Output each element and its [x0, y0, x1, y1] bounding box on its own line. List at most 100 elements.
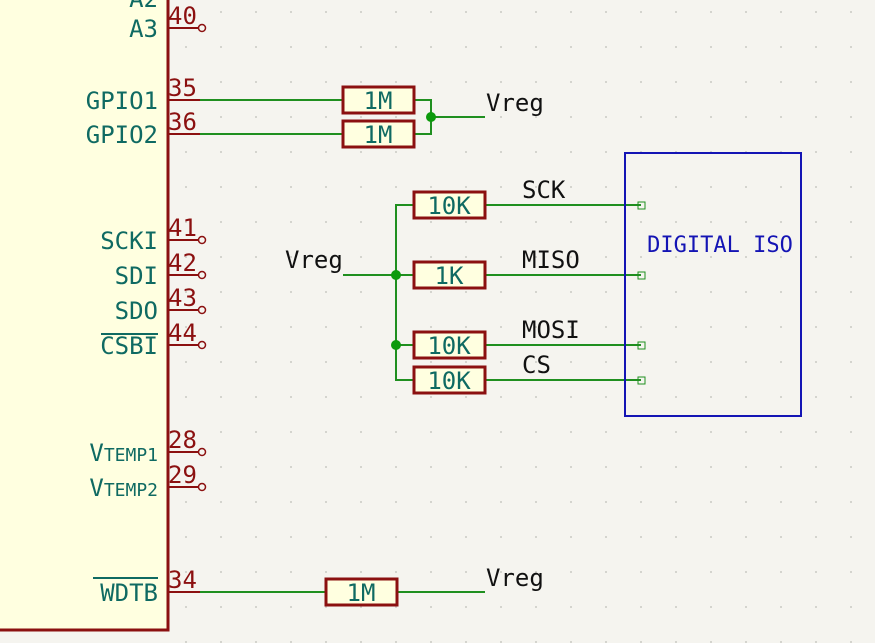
grid-dot [185, 466, 187, 468]
grid-dot [710, 46, 712, 48]
pin-stubs [168, 27, 200, 593]
grid-dot [500, 396, 502, 398]
resistor-sck[interactable]: 10K [412, 190, 487, 220]
resistor-gpio2[interactable]: 1M [341, 119, 416, 149]
resistor-cs[interactable]: 10K [412, 365, 487, 395]
grid-dot [815, 11, 817, 13]
grid-dot [220, 151, 222, 153]
grid-dot [430, 11, 432, 13]
grid-dot [675, 186, 677, 188]
grid-dot [675, 501, 677, 503]
grid-dot [395, 431, 397, 433]
grid-dot [780, 116, 782, 118]
grid-dot [290, 361, 292, 363]
grid-dot [465, 466, 467, 468]
resistor-mosi[interactable]: 10K [412, 330, 487, 360]
grid-dot [710, 606, 712, 608]
grid-dot [185, 536, 187, 538]
pin-number-44: 44 [168, 319, 197, 347]
grid-dot [815, 361, 817, 363]
grid-dot [465, 571, 467, 573]
svg-text:10K: 10K [427, 332, 471, 360]
grid-dot [430, 361, 432, 363]
svg-text:10K: 10K [427, 367, 471, 395]
grid-dot [535, 571, 537, 573]
grid-dot [640, 11, 642, 13]
grid-dot [395, 46, 397, 48]
net-label-mosi: MOSI [522, 316, 580, 344]
grid-dot [815, 291, 817, 293]
junction-spi-mosi [391, 340, 401, 350]
grid-dot [850, 221, 852, 223]
grid-dot [535, 431, 537, 433]
grid-dot [430, 396, 432, 398]
grid-dot [500, 571, 502, 573]
grid-dot [500, 501, 502, 503]
grid-dot [255, 11, 257, 13]
grid-dot [290, 11, 292, 13]
grid-dot [430, 431, 432, 433]
grid-dot [255, 361, 257, 363]
grid-dot [535, 606, 537, 608]
grid-dot [220, 116, 222, 118]
grid-dot [500, 46, 502, 48]
grid-dot [850, 571, 852, 573]
grid-dot [710, 571, 712, 573]
net-label-vreg-gpio: Vreg [486, 89, 544, 117]
grid-dot [780, 81, 782, 83]
grid-dot [815, 46, 817, 48]
grid-dot [255, 501, 257, 503]
resistor-gpio1[interactable]: 1M [341, 85, 416, 115]
pin-number-28: 28 [168, 426, 197, 454]
grid-dot [815, 606, 817, 608]
grid-dot [780, 291, 782, 293]
grid-dot [570, 46, 572, 48]
grid-dot [395, 501, 397, 503]
grid-dot [745, 431, 747, 433]
grid-dot [185, 326, 187, 328]
grid-dot [395, 571, 397, 573]
grid-dot [500, 221, 502, 223]
grid-dot [395, 396, 397, 398]
grid-dot [605, 571, 607, 573]
grid-dot [290, 501, 292, 503]
junctions [391, 112, 436, 350]
resistor-wdtb[interactable]: 1M [324, 577, 399, 607]
grid-dot [850, 606, 852, 608]
grid-dot [640, 326, 642, 328]
grid-dot [465, 536, 467, 538]
grid-dot [605, 361, 607, 363]
digital-iso-block[interactable]: DIGITAL ISO [624, 152, 802, 417]
grid-dot [675, 536, 677, 538]
grid-dot [745, 221, 747, 223]
pin-number-34: 34 [168, 566, 197, 594]
grid-dot [675, 571, 677, 573]
grid-dot [605, 326, 607, 328]
grid-dot [185, 46, 187, 48]
grid-dot [850, 466, 852, 468]
grid-dot [605, 256, 607, 258]
grid-dot [780, 186, 782, 188]
grid-dot [815, 571, 817, 573]
svg-text:1M: 1M [364, 121, 393, 149]
grid-dot [185, 186, 187, 188]
grid-dot [430, 501, 432, 503]
grid-dot [570, 431, 572, 433]
grid-dot [570, 501, 572, 503]
grid-dot [430, 221, 432, 223]
grid-dot [430, 256, 432, 258]
grid-dot [185, 116, 187, 118]
grid-dot [465, 361, 467, 363]
grid-dot [850, 11, 852, 13]
grid-dot [430, 326, 432, 328]
grid-dot [850, 291, 852, 293]
grid-dot [745, 11, 747, 13]
grid-dot [745, 81, 747, 83]
grid-dot [220, 361, 222, 363]
grid-dot [360, 431, 362, 433]
resistor-miso[interactable]: 1K [412, 260, 487, 290]
grid-dot [675, 11, 677, 13]
grid-dot [500, 606, 502, 608]
grid-dot [465, 11, 467, 13]
grid-dot [325, 431, 327, 433]
